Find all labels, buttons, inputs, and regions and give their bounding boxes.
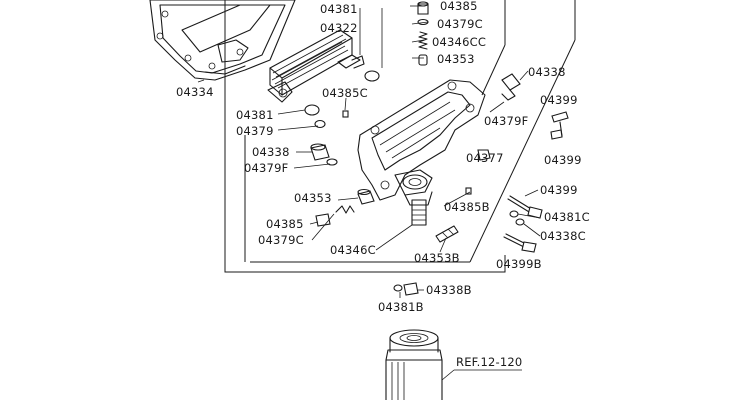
plug-04377 bbox=[477, 149, 491, 161]
label-04338B: 04338B bbox=[426, 283, 472, 297]
washer-04379F-left bbox=[326, 158, 338, 166]
label-04322: 04322 bbox=[320, 21, 358, 35]
label-04379F-right: 04379F bbox=[484, 114, 528, 128]
bolt-04399B bbox=[503, 233, 537, 253]
label-04379F-left: 04379F bbox=[244, 161, 288, 175]
label-04399-r2: 04399 bbox=[544, 153, 582, 167]
bolt-04399-r3 bbox=[507, 195, 543, 219]
label-04381B: 04381B bbox=[378, 300, 424, 314]
bolt-04385C bbox=[342, 110, 349, 118]
label-ref: REF.12-120 bbox=[456, 355, 522, 369]
valve-04353-left bbox=[357, 188, 375, 205]
label-04338-left: 04338 bbox=[252, 145, 290, 159]
oil-cooler-04322 bbox=[267, 29, 365, 103]
label-04379C-left: 04379C bbox=[258, 233, 304, 247]
part-labels: 04334 04381 04322 04385 04379C 04346CC 0… bbox=[176, 0, 590, 369]
label-04346CC: 04346CC bbox=[432, 35, 486, 49]
label-04399-r3: 04399 bbox=[540, 183, 578, 197]
leader-lines bbox=[197, 5, 541, 381]
label-04353B: 04353B bbox=[414, 251, 460, 265]
label-04381C: 04381C bbox=[544, 210, 590, 224]
washer-04381C bbox=[509, 210, 519, 218]
label-04353-top: 04353 bbox=[437, 52, 475, 66]
label-04381-top: 04381 bbox=[320, 2, 358, 16]
fitting-04338-right bbox=[501, 73, 521, 101]
o-ring-04381-top bbox=[364, 70, 380, 82]
label-04338-right: 04338 bbox=[528, 65, 566, 79]
o-ring-04379 bbox=[314, 119, 326, 129]
label-04399-r1: 04399 bbox=[540, 93, 578, 107]
bolt-04399-r2 bbox=[550, 129, 563, 140]
oil-filter-bracket bbox=[357, 79, 486, 206]
plug-04338-left bbox=[310, 143, 330, 161]
label-04385-top: 04385 bbox=[440, 0, 478, 13]
label-04377: 04377 bbox=[466, 151, 504, 165]
spring-04346C bbox=[335, 205, 355, 214]
drain-plug-04338B bbox=[393, 282, 419, 296]
label-04385-left: 04385 bbox=[266, 217, 304, 231]
label-04385B: 04385B bbox=[444, 200, 490, 214]
gasket-plate-04334 bbox=[149, 0, 296, 81]
valve-04353B bbox=[411, 199, 459, 243]
o-ring-04381-mid bbox=[304, 104, 320, 116]
label-04353-left: 04353 bbox=[294, 191, 332, 205]
label-04379: 04379 bbox=[236, 124, 274, 138]
label-04338C: 04338C bbox=[540, 229, 586, 243]
label-04399B: 04399B bbox=[496, 257, 542, 271]
washer-04338C bbox=[515, 218, 525, 226]
label-04334: 04334 bbox=[176, 85, 214, 99]
oil-filter bbox=[385, 329, 443, 400]
bolt-04385B bbox=[465, 187, 472, 195]
valve-04353-top bbox=[418, 54, 428, 66]
plug-04385-left bbox=[315, 213, 331, 227]
frame-lines bbox=[224, 0, 576, 273]
label-04385C: 04385C bbox=[322, 86, 368, 100]
plug-04385-top bbox=[417, 1, 429, 15]
label-04379C-top: 04379C bbox=[437, 17, 483, 31]
label-04381-mid: 04381 bbox=[236, 108, 274, 122]
label-04346C: 04346C bbox=[330, 243, 376, 257]
